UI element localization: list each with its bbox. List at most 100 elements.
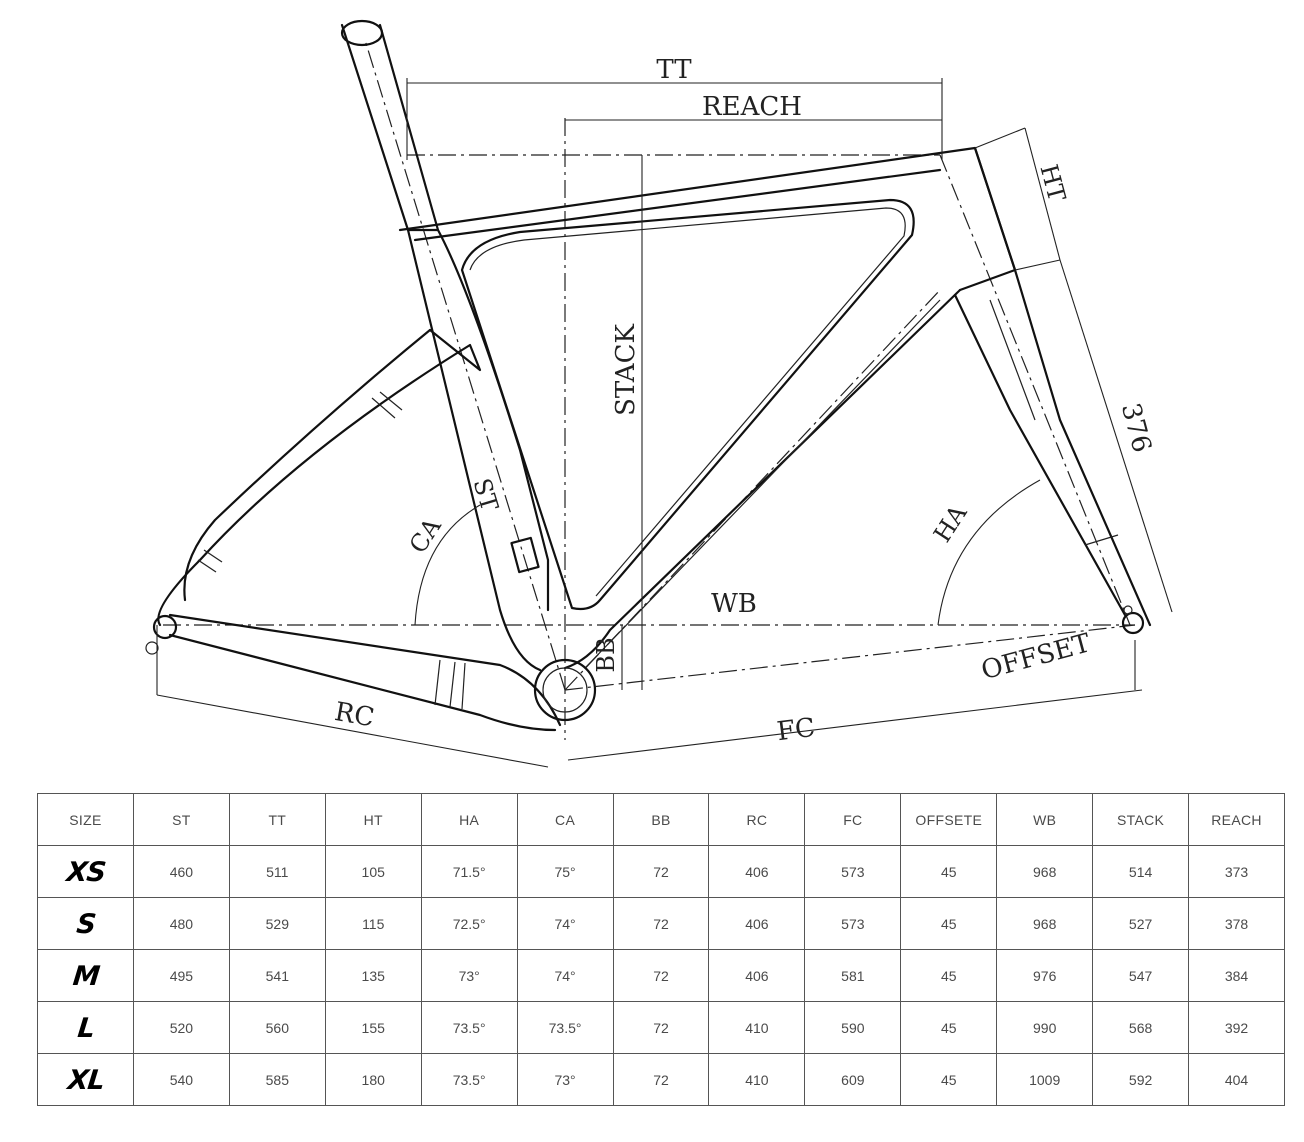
table-cell: 74° — [516, 949, 614, 1002]
label-offset: OFFSET — [978, 628, 1094, 686]
label-bb: BB — [592, 637, 620, 672]
header-bb: BB — [612, 793, 710, 846]
size-label: M — [34, 949, 137, 1002]
table-row: L 520 560 155 73.5° 73.5° 72 410 590 45 … — [34, 1001, 1285, 1054]
label-ha: HA — [928, 499, 973, 547]
table-cell: 573 — [804, 897, 902, 950]
table-cell: 990 — [996, 1001, 1094, 1054]
table-cell: 404 — [1188, 1053, 1285, 1106]
header-offset: OFFSETE — [900, 793, 998, 846]
table-cell: 1009 — [996, 1053, 1094, 1106]
table-cell: 73.5° — [516, 1001, 614, 1054]
table-cell: 495 — [132, 949, 230, 1002]
table-cell: 45 — [900, 845, 998, 898]
table-cell: 968 — [996, 897, 1094, 950]
table-cell: 75° — [516, 845, 614, 898]
header-reach: REACH — [1188, 793, 1285, 846]
header-stack: STACK — [1092, 793, 1190, 846]
table-cell: 547 — [1092, 949, 1190, 1002]
table-cell: 72 — [612, 1053, 710, 1106]
header-st: ST — [132, 793, 230, 846]
table-cell: 592 — [1092, 1053, 1190, 1106]
table-cell: 514 — [1092, 845, 1190, 898]
table-cell: 73.5° — [420, 1001, 518, 1054]
table-cell: 74° — [516, 897, 614, 950]
label-fork-length: 376 — [1115, 400, 1157, 456]
dimension-lines — [156, 78, 1173, 768]
table-row: S 480 529 115 72.5° 74° 72 406 573 45 96… — [34, 897, 1285, 950]
table-cell: 73.5° — [420, 1053, 518, 1106]
table-cell: 406 — [708, 845, 806, 898]
table-cell: 72 — [612, 949, 710, 1002]
header-ca: CA — [516, 793, 614, 846]
table-cell: 976 — [996, 949, 1094, 1002]
table-cell: 135 — [324, 949, 422, 1002]
size-label: XS — [34, 845, 137, 898]
table-cell: 520 — [132, 1001, 230, 1054]
geometry-table: SIZE ST TT HT HA CA BB RC FC OFFSETE WB … — [34, 793, 1285, 1106]
table-cell: 392 — [1188, 1001, 1285, 1054]
label-ht: HT — [1034, 161, 1071, 204]
table-cell: 45 — [900, 1053, 998, 1106]
table-row: XS 460 511 105 71.5° 75° 72 406 573 45 9… — [34, 845, 1285, 898]
frame-geometry-diagram: TT REACH HT STACK 376 ST CA HA WB BB RC … — [145, 19, 1173, 768]
size-label: L — [34, 1001, 137, 1054]
label-tt: TT — [656, 55, 692, 85]
table-cell: 45 — [900, 1001, 998, 1054]
table-cell: 73° — [420, 949, 518, 1002]
table-cell: 529 — [228, 897, 326, 950]
label-stack: STACK — [611, 324, 641, 416]
table-cell: 378 — [1188, 897, 1285, 950]
table-cell: 573 — [804, 845, 902, 898]
table-cell: 155 — [324, 1001, 422, 1054]
header-ha: HA — [420, 793, 518, 846]
table-cell: 568 — [1092, 1001, 1190, 1054]
size-label: XL — [34, 1053, 137, 1106]
header-fc: FC — [804, 793, 902, 846]
header-rc: RC — [708, 793, 806, 846]
table-cell: 72.5° — [420, 897, 518, 950]
label-fc: FC — [775, 713, 816, 747]
table-cell: 541 — [228, 949, 326, 1002]
label-st: ST — [468, 475, 504, 514]
table-cell: 609 — [804, 1053, 902, 1106]
size-label: S — [34, 897, 137, 950]
table-cell: 73° — [516, 1053, 614, 1106]
label-ca: CA — [404, 512, 447, 558]
table-header-row: SIZE ST TT HT HA CA BB RC FC OFFSETE WB … — [37, 793, 1285, 846]
table-cell: 590 — [804, 1001, 902, 1054]
table-cell: 72 — [612, 845, 710, 898]
label-rc: RC — [332, 697, 376, 733]
bike-frame-outline — [145, 19, 1152, 732]
table-cell: 384 — [1188, 949, 1285, 1002]
header-size: SIZE — [37, 793, 134, 846]
table-cell: 560 — [228, 1001, 326, 1054]
table-cell: 373 — [1188, 845, 1285, 898]
table-cell: 480 — [132, 897, 230, 950]
header-ht: HT — [324, 793, 422, 846]
table-cell: 585 — [228, 1053, 326, 1106]
table-cell: 527 — [1092, 897, 1190, 950]
table-cell: 115 — [324, 897, 422, 950]
label-wb: WB — [711, 589, 757, 619]
table-cell: 511 — [228, 845, 326, 898]
table-cell: 45 — [900, 949, 998, 1002]
header-wb: WB — [996, 793, 1094, 846]
table-cell: 581 — [804, 949, 902, 1002]
table-cell: 968 — [996, 845, 1094, 898]
table-cell: 105 — [324, 845, 422, 898]
table-cell: 410 — [708, 1001, 806, 1054]
table-cell: 540 — [132, 1053, 230, 1106]
table-cell: 460 — [132, 845, 230, 898]
table-cell: 406 — [708, 897, 806, 950]
centerlines — [163, 39, 1136, 740]
table-cell: 45 — [900, 897, 998, 950]
header-tt: TT — [228, 793, 326, 846]
table-cell: 72 — [612, 1001, 710, 1054]
label-reach: REACH — [702, 92, 802, 122]
table-row: M 495 541 135 73° 74° 72 406 581 45 976 … — [34, 949, 1285, 1002]
table-cell: 180 — [324, 1053, 422, 1106]
table-cell: 406 — [708, 949, 806, 1002]
table-cell: 410 — [708, 1053, 806, 1106]
table-row: XL 540 585 180 73.5° 73° 72 410 609 45 1… — [34, 1053, 1285, 1106]
